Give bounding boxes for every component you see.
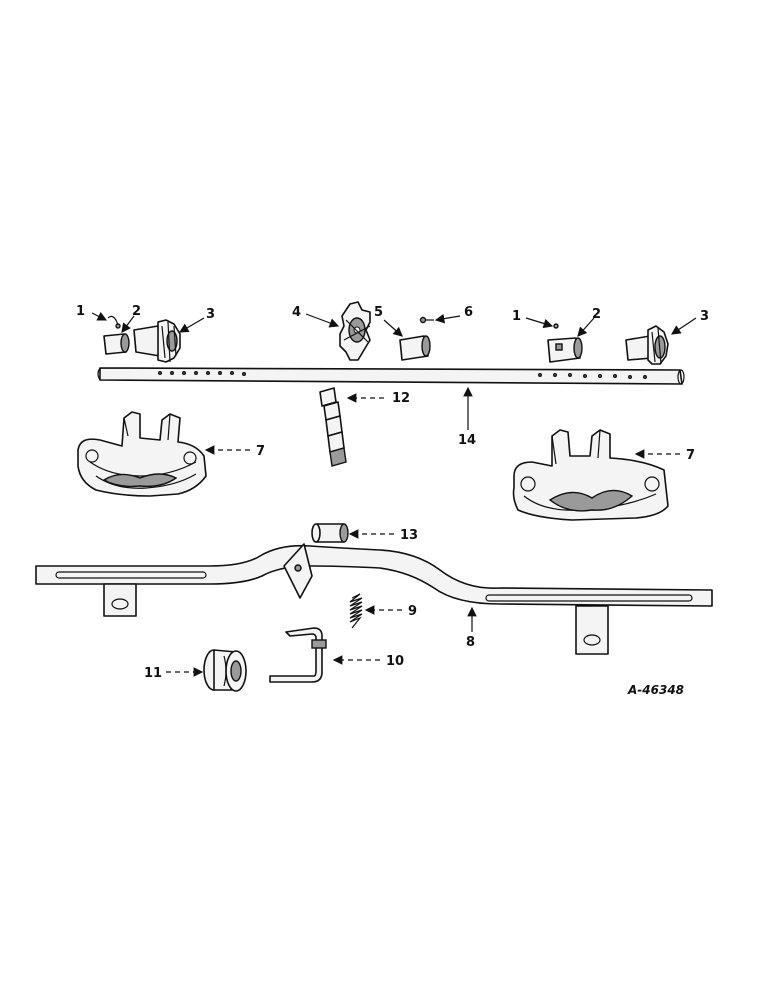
collar-part-middle [399,335,431,361]
callout-1-right: 1 [512,309,521,324]
shaft-part [97,367,685,385]
figure-id: A-46348 [627,683,684,697]
callout-9: 9 [408,604,417,619]
callout-7-right: 7 [686,448,695,463]
callout-4: 4 [292,305,301,320]
roller-part [203,649,247,692]
mounting-bar-part [35,543,713,655]
rod-part [269,627,327,683]
bevel-gear-part-right [625,325,669,365]
set-screw-part [419,316,434,324]
callout-10: 10 [386,654,404,669]
callout-12: 12 [392,391,410,406]
callout-3-right: 3 [700,309,709,324]
callout-14: 14 [458,433,476,448]
callout-2-right: 2 [592,307,601,322]
sprocket-part [339,301,371,361]
callout-11: 11 [144,666,162,681]
bearing-bracket-part-right [512,429,669,521]
chain-part [319,387,347,467]
callout-3-left: 3 [206,307,215,322]
callout-6: 6 [464,305,473,320]
bushing-part [311,523,349,543]
spring-part [349,593,363,629]
bearing-bracket-part-left [77,411,207,497]
callout-8: 8 [466,635,475,650]
callout-1-left: 1 [76,304,85,319]
callout-5: 5 [374,305,383,320]
callout-13: 13 [400,528,418,543]
callout-7-left: 7 [256,444,265,459]
collar-part-left [103,333,130,355]
callout-labels: 1 2 3 4 5 6 1 2 3 12 14 7 7 13 9 8 10 11… [76,304,709,697]
bevel-gear-part-left [133,319,181,363]
callout-2-left: 2 [132,304,141,319]
pin-part-right [553,323,559,329]
leader-lines [91,311,697,677]
pin-part-left [107,315,121,329]
collar-part-right [547,337,583,363]
